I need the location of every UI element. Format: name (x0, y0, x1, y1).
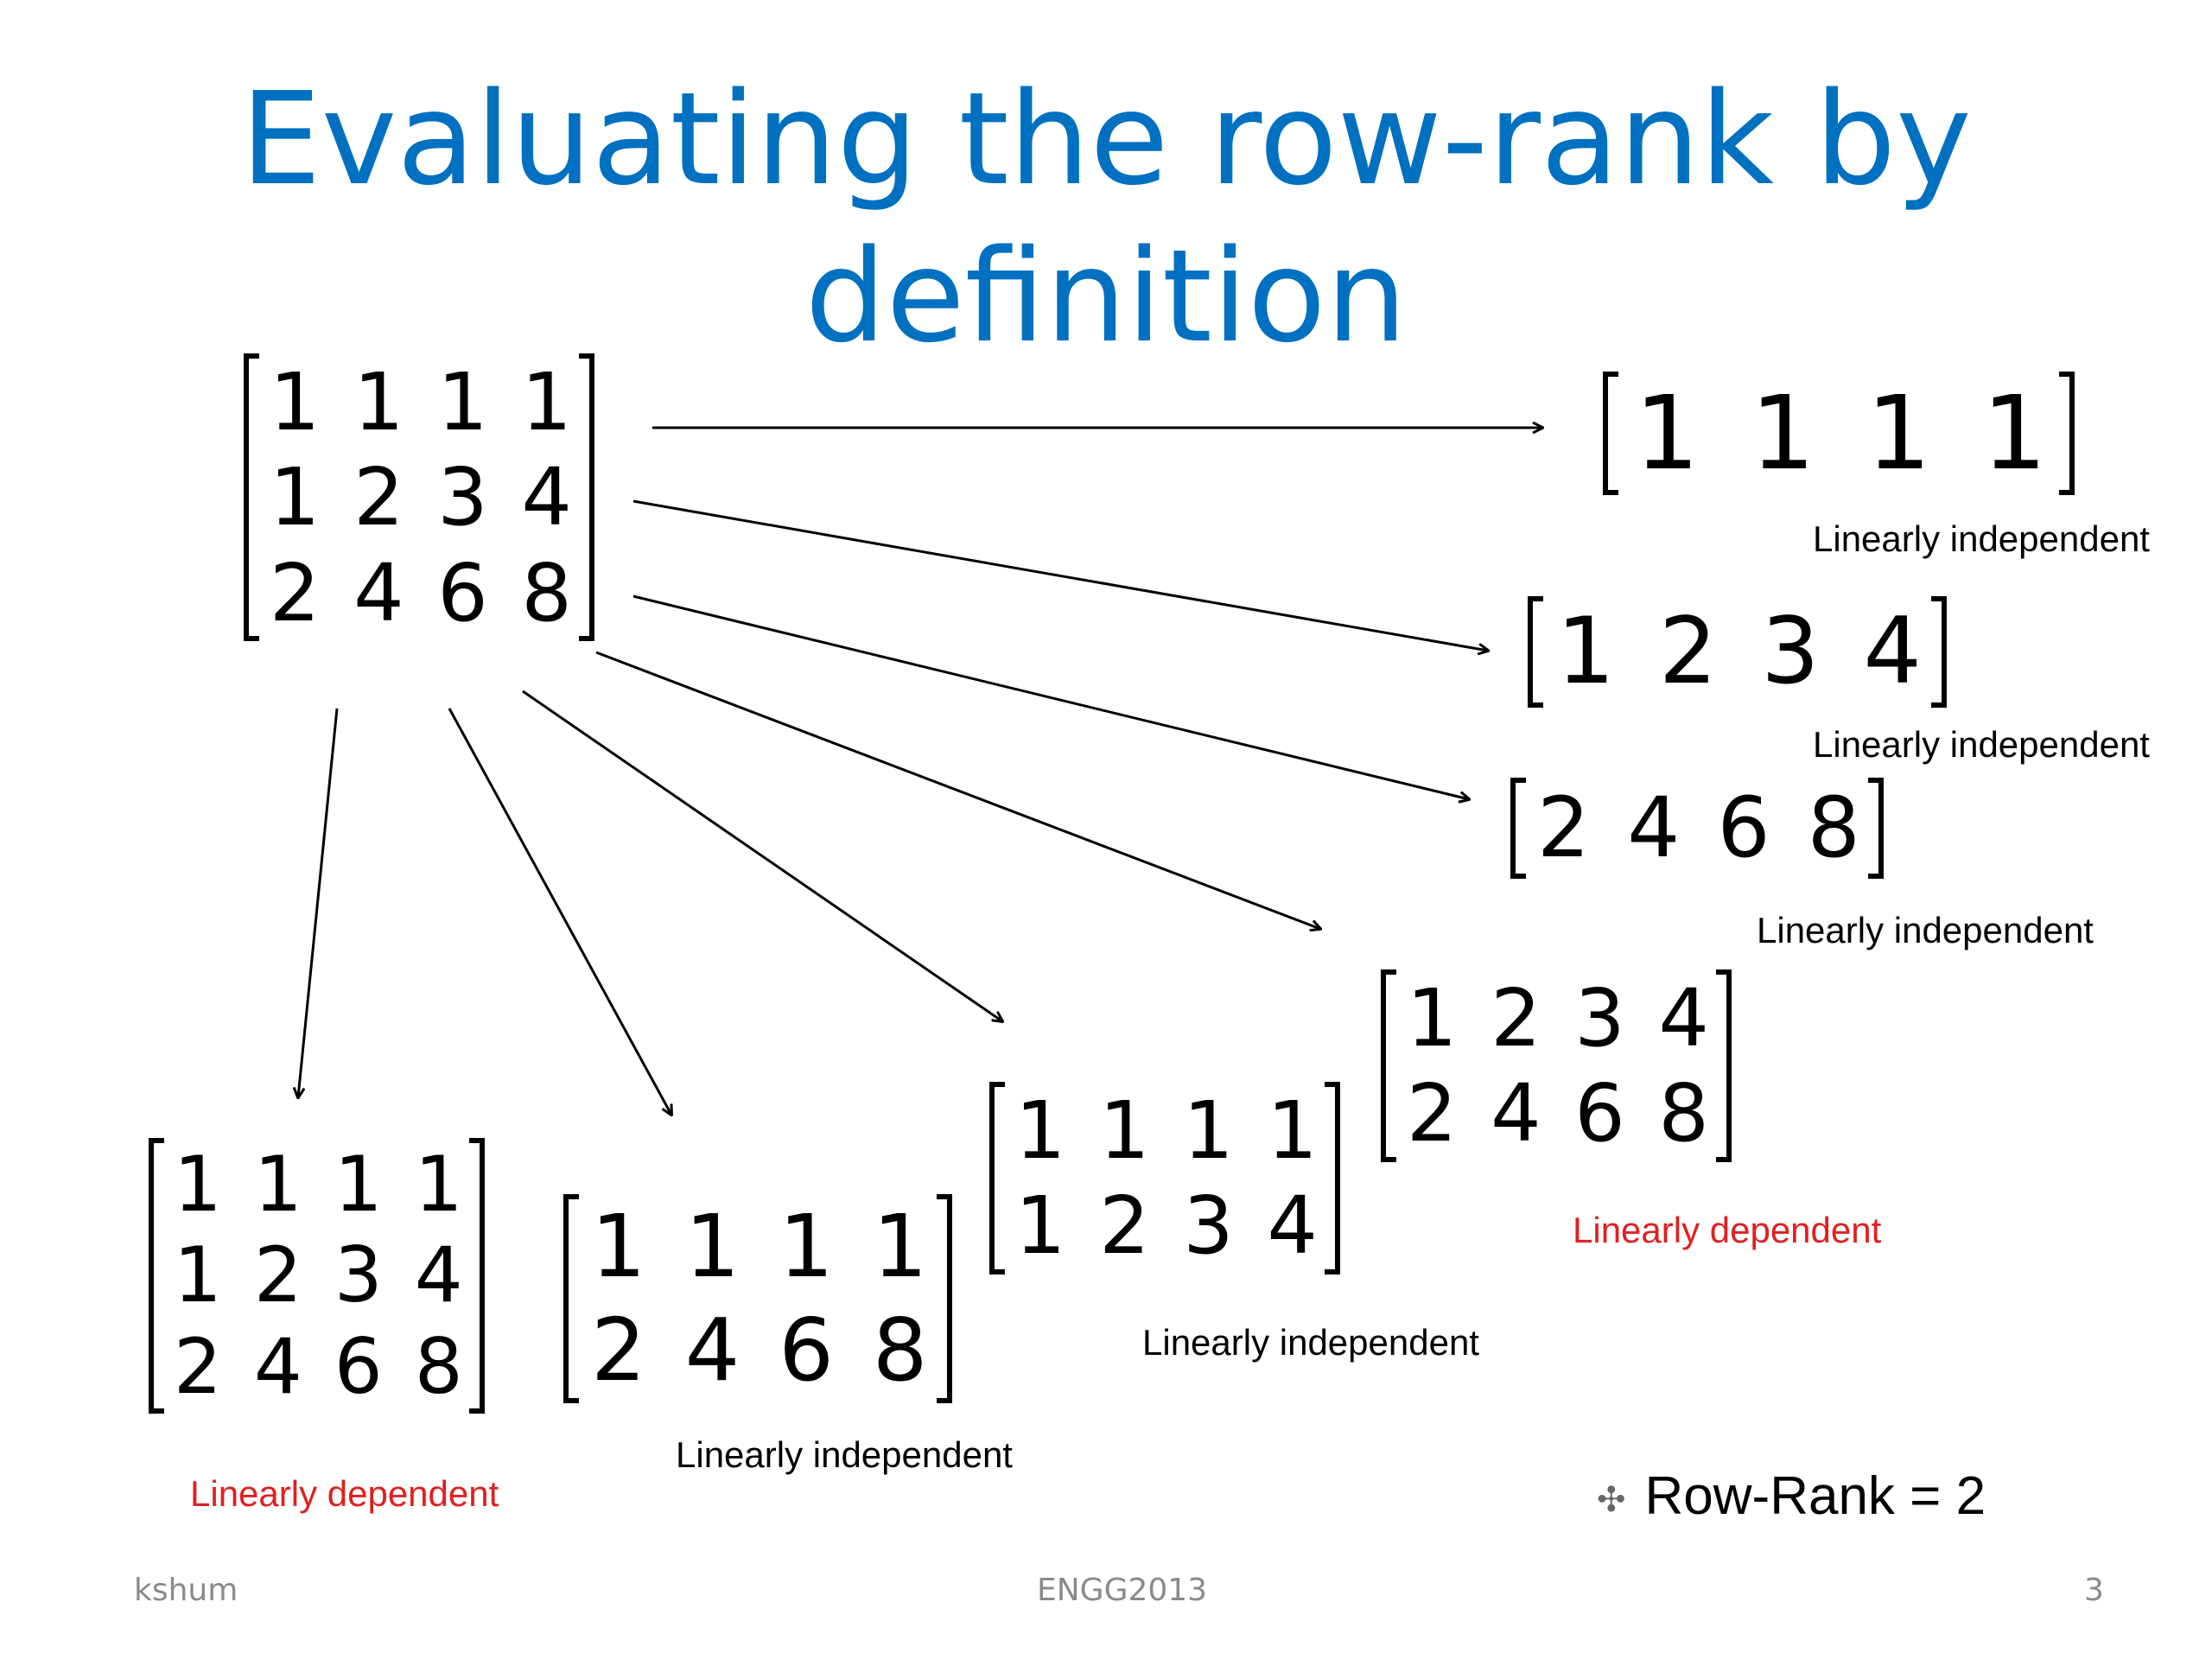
matrix-cell: 6 (437, 546, 488, 639)
matrix-cell: 1 (1099, 1084, 1150, 1177)
matrix-cell: 1 (591, 1196, 646, 1297)
matrix-cell: 1 (684, 1196, 741, 1297)
arrow-to-row2 (632, 499, 1488, 651)
slide-title: Evaluating the row-rank by definition (240, 65, 1972, 371)
matrix-cell: 4 (1863, 598, 1922, 705)
matrix-cell: 3 (437, 451, 488, 544)
matrix-cell: 4 (521, 451, 572, 544)
matrix-cell: 4 (353, 546, 404, 639)
label-rows23: Linearly dependent (1573, 1210, 1882, 1250)
matrix-cell: 3 (334, 1230, 383, 1320)
matrix-cell: 8 (1807, 779, 1860, 876)
matrix-cell: 2 (1658, 598, 1718, 705)
row-rank-text: Row-Rank = 2 (1644, 1466, 1986, 1526)
matrix-cell: 6 (334, 1321, 383, 1411)
matrix-cell: 1 (521, 355, 572, 448)
label-rows123: Linearly dependent (190, 1473, 499, 1514)
matrix-cell: 1 (269, 355, 321, 448)
arrow-to-row3 (632, 594, 1469, 799)
label-row2: Linearly independent (1813, 724, 2150, 765)
matrix-cell: 4 (253, 1321, 302, 1411)
matrix-cell: 2 (1536, 779, 1591, 876)
matrix-cell: 8 (1658, 1067, 1709, 1160)
matrix-cell: 4 (1627, 779, 1681, 876)
matrix-cell: 2 (1406, 1067, 1458, 1160)
footer-page: 3 (2084, 1573, 2104, 1608)
matrix-cell: 2 (1099, 1179, 1150, 1273)
matrix-cell: 3 (1574, 971, 1625, 1065)
matrix-cell: 6 (1717, 779, 1770, 876)
matrix-cell: 2 (173, 1321, 222, 1411)
matrix-cell: 1 (437, 355, 488, 448)
matrix-cell: 1 (1406, 971, 1458, 1065)
matrix-cell: 3 (1761, 598, 1820, 705)
matrix-cell: 4 (684, 1300, 741, 1401)
matrix-cell: 1 (1014, 1084, 1066, 1177)
matrix-cell: 1 (1014, 1179, 1066, 1273)
label-row1: Linearly independent (1813, 518, 2150, 559)
matrix-cell: 2 (353, 451, 404, 544)
arrow-to-rows12 (522, 690, 1002, 1021)
matrix-cell: 1 (779, 1196, 834, 1297)
arrow-to-rows13 (448, 708, 671, 1115)
bullet-glyph-icon: ✣ (1597, 1480, 1626, 1519)
matrix-cell: 6 (1574, 1067, 1625, 1160)
matrix-cell: 6 (779, 1300, 834, 1401)
matrix-cell: 2 (269, 546, 321, 639)
label-row3: Linearly independent (1757, 910, 2094, 950)
matrix-cell: 1 (334, 1139, 383, 1229)
matrix-cell: 1 (1183, 1084, 1234, 1177)
matrix-cell: 3 (1183, 1179, 1234, 1273)
matrix-cell: 4 (1267, 1179, 1318, 1273)
matrix-cell: 1 (1866, 373, 1931, 493)
label-rows13: Linearly independent (676, 1434, 1013, 1475)
matrix-cell: 1 (1750, 373, 1815, 493)
matrix-cell: 1 (253, 1139, 302, 1229)
matrix-cell: 4 (1491, 1067, 1541, 1160)
matrix-cell: 1 (173, 1139, 222, 1229)
arrow-to-rows23 (595, 651, 1320, 929)
matrix-cell: 4 (414, 1230, 463, 1320)
matrix-cell: 1 (173, 1230, 222, 1320)
row-rank-result: ✣ Row-Rank = 2 (1597, 1465, 1986, 1527)
matrix-cell: 1 (1634, 373, 1700, 493)
matrix-cell: 2 (253, 1230, 302, 1320)
matrix-cell: 8 (521, 546, 572, 639)
label-rows12: Linearly independent (1142, 1322, 1479, 1363)
matrix-cell: 2 (1491, 971, 1541, 1065)
matrix-cell: 1 (414, 1139, 463, 1229)
matrix-cell: 1 (1267, 1084, 1318, 1177)
matrix-cell: 1 (1981, 373, 2047, 493)
matrix-cell: 1 (269, 451, 321, 544)
arrow-to-rows123 (298, 708, 339, 1097)
matrix-cell: 8 (872, 1300, 928, 1401)
footer-course: ENGG2013 (1037, 1573, 1208, 1608)
footer-author: kshum (134, 1573, 238, 1608)
matrix-cell: 1 (1556, 598, 1615, 705)
matrix-cell: 8 (414, 1321, 463, 1411)
matrix-cell: 4 (1658, 971, 1709, 1065)
matrix-cell: 2 (591, 1300, 646, 1401)
matrix-cell: 1 (872, 1196, 928, 1297)
matrix-cell: 1 (353, 355, 404, 448)
